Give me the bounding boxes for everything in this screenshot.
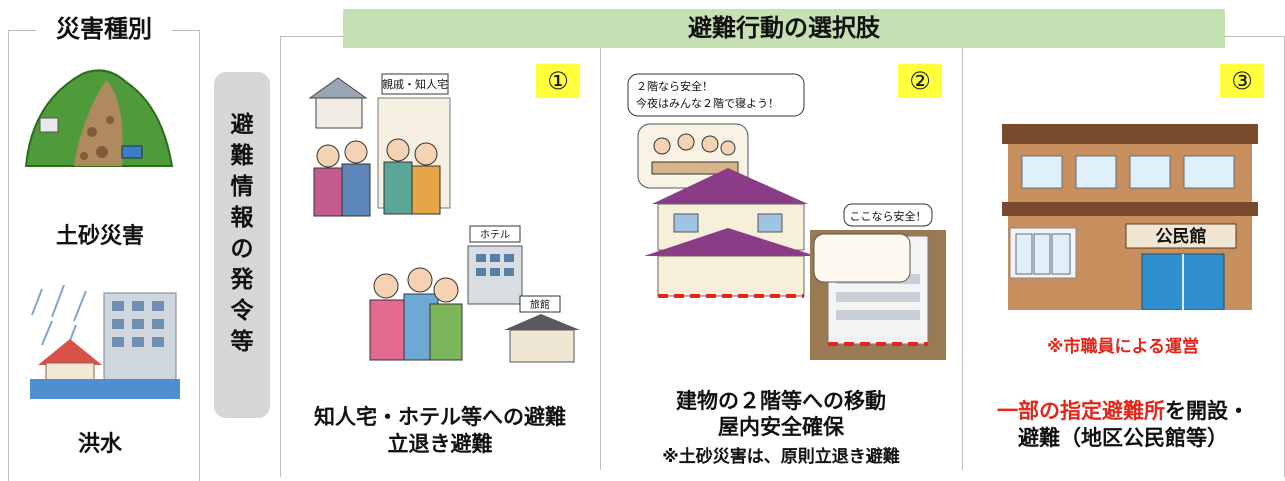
option3-caption-line2: 避難（地区公民館等） [1018, 426, 1228, 450]
option3-caption-line1: 一部の指定避難所を開設・ [964, 398, 1282, 425]
evacuation-info-box: 避 難 情 報 の 発 令 等 [214, 72, 270, 418]
label-hotel: ホテル [480, 229, 510, 241]
column-divider [962, 48, 963, 470]
vertical-char: 報 [230, 205, 254, 231]
evacuation-info-label: 避 難 情 報 の 発 令 等 [214, 110, 270, 358]
option2-caption-line2: 屋内安全確保 [718, 415, 844, 439]
landslide-illustration [24, 69, 174, 167]
vertical-char: の [230, 236, 254, 262]
speech-bubble-text: 今夜はみんな２階で寝よう！ [636, 96, 779, 110]
label-ryokan: 旅館 [530, 298, 550, 311]
option-number-1: ① [536, 64, 580, 98]
flood-illustration [30, 285, 180, 399]
community-hall-illustration: 公民館 [1002, 124, 1258, 310]
designated-shelter-text: 一部の指定避難所 [997, 399, 1165, 423]
option2-note-text: ※土砂災害は、原則立退き避難 [662, 447, 900, 467]
option2-illustration: ２階なら安全！ 今夜はみんな２階で寝よう！ ここなら安全！ [627, 73, 946, 360]
option-number-3: ③ [1220, 64, 1264, 98]
disaster-label-landslide: 土砂災害 [55, 224, 144, 249]
option2-note: ※土砂災害は、原則立退き避難 [602, 442, 960, 471]
vertical-char: 難 [230, 143, 254, 169]
column-divider [600, 48, 601, 470]
option3-caption-rest: を開設・ [1165, 399, 1249, 423]
option1-caption-line1: 知人宅・ホテル等への避難 [314, 405, 566, 429]
option1-caption-line2: 立退き避難 [387, 432, 493, 456]
disaster-label-flood: 洪水 [77, 432, 122, 457]
option2-caption-line1: 建物の２階等への移動 [676, 389, 886, 413]
disaster-type-title: 災害種別 [36, 12, 172, 46]
label-relative-house: 親戚・知人宅 [382, 77, 448, 91]
evacuation-options-header: 避難行動の選択肢 [343, 9, 1225, 48]
option3-operation-note: ※市職員による運営 [1046, 337, 1200, 357]
community-hall-sign: 公民館 [1156, 226, 1207, 247]
vertical-char: 等 [230, 329, 254, 355]
speech-bubble-text: ２階なら安全！ [636, 79, 713, 93]
vertical-char: 避 [230, 112, 254, 138]
option1-illustration: 親戚・知人宅 ホテル 旅館 [308, 73, 580, 363]
vertical-char: 発 [230, 267, 254, 293]
vertical-char: 情 [230, 174, 254, 200]
option-number-2: ② [898, 64, 942, 98]
vertical-char: 令 [230, 298, 254, 324]
speech-bubble-text: ここなら安全！ [850, 209, 927, 223]
